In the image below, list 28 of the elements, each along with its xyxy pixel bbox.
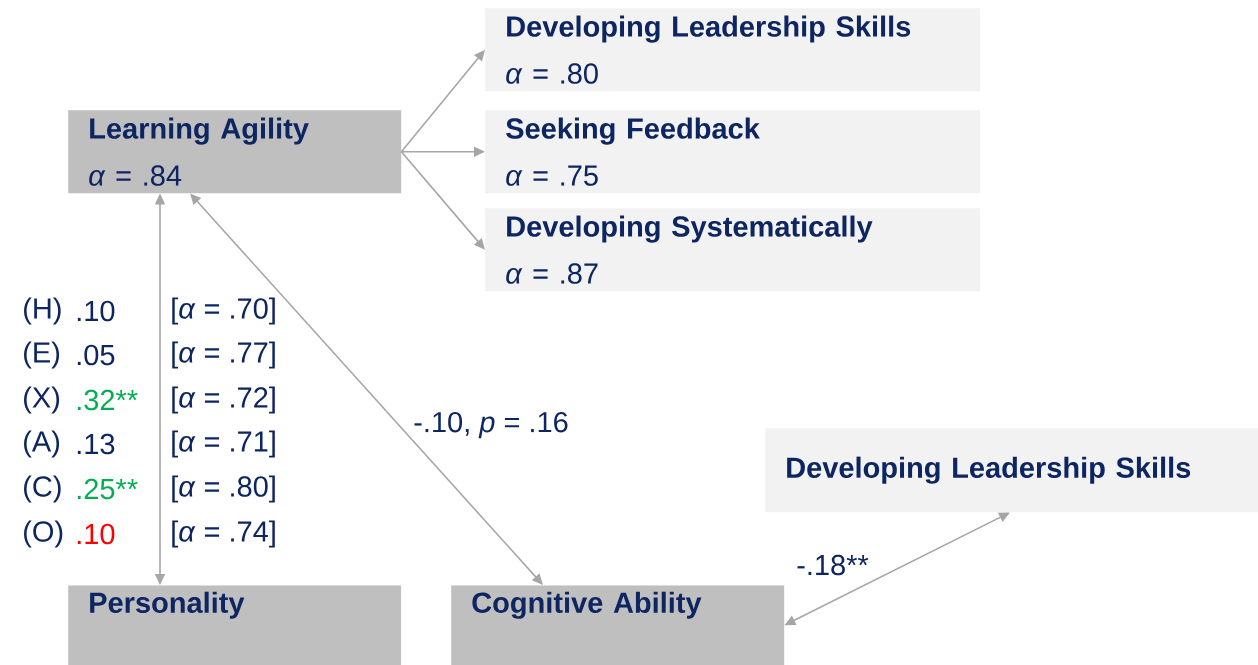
trait-label: (A) bbox=[24, 430, 60, 458]
trait-label: (O) bbox=[24, 520, 63, 548]
construct-box: Personality bbox=[68, 585, 402, 665]
facet-box: Developing Leadership Skills α = .80 bbox=[485, 8, 981, 92]
facet-box: Seeking Feedback α = .75 bbox=[485, 110, 981, 194]
reliability-label: [α = .77] bbox=[172, 341, 275, 369]
reliability-label: [α = .72] bbox=[172, 386, 275, 414]
trait-label: (E) bbox=[24, 341, 60, 369]
reliability-label: [α = .71] bbox=[172, 430, 275, 458]
edge-label: -.10, p = .16 bbox=[412, 410, 570, 440]
construct-box: Learning Agility α = .84 bbox=[68, 110, 402, 194]
trait-label: (H) bbox=[24, 297, 61, 325]
reliability-label: [α = .80] bbox=[172, 475, 275, 503]
outcome-box: Developing Leadership Skills bbox=[765, 428, 1258, 513]
edge-label: -.18** bbox=[795, 553, 870, 577]
correlation-label: .13 bbox=[77, 433, 115, 455]
arrow bbox=[400, 150, 485, 250]
correlation-label: .25** bbox=[77, 478, 138, 500]
trait-label: (X) bbox=[24, 386, 60, 414]
correlation-label: .05 bbox=[77, 344, 115, 366]
facet-box: Developing Systematically α = .87 bbox=[485, 208, 981, 292]
reliability-label: [α = .74] bbox=[172, 520, 275, 548]
correlation-label: .10 bbox=[77, 300, 115, 322]
trait-label: (C) bbox=[24, 475, 61, 503]
correlation-label: .32** bbox=[77, 389, 138, 411]
correlation-label: .10 bbox=[77, 523, 115, 545]
reliability-label: [α = .70] bbox=[172, 297, 275, 325]
construct-box: Cognitive Ability bbox=[451, 585, 785, 665]
